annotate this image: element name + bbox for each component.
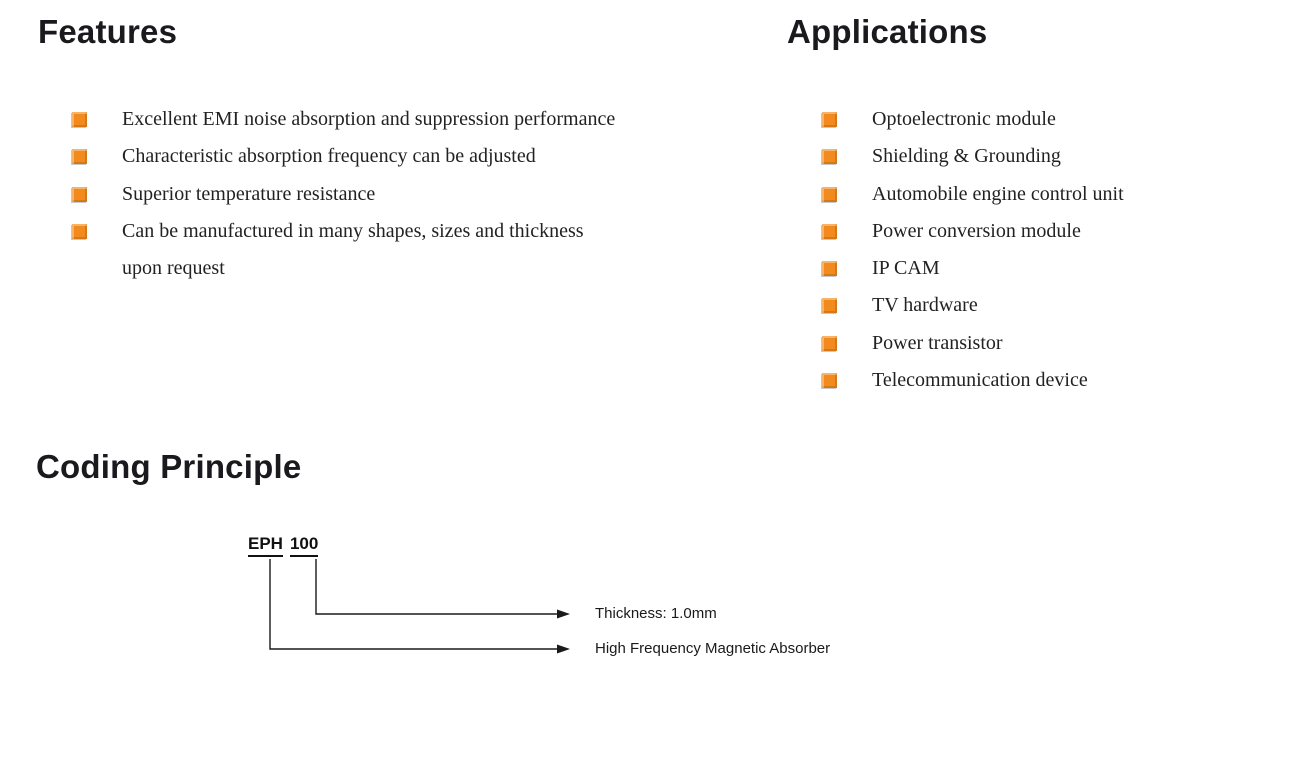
feature-item-text: Excellent EMI noise absorption and suppr… <box>122 108 616 130</box>
absorber-callout-label: High Frequency Magnetic Absorber <box>595 640 831 657</box>
feature-item-text: Superior temperature resistance <box>122 182 376 205</box>
list-item: IP CAM <box>822 250 1124 287</box>
feature-item-text: Can be manufactured in many shapes, size… <box>122 219 584 280</box>
thickness-callout-label: Thickness: 1.0mm <box>595 605 717 622</box>
application-item-text: Power transistor <box>872 331 1003 354</box>
list-item: Power conversion module <box>822 213 1124 250</box>
list-item: Excellent EMI noise absorption and suppr… <box>72 101 615 138</box>
square-bullet-icon <box>822 261 837 277</box>
square-bullet-icon <box>822 298 837 314</box>
list-item: Power transistor <box>822 325 1124 362</box>
square-bullet-icon <box>822 112 837 127</box>
list-item: Can be manufactured in many shapes, size… <box>72 213 615 288</box>
square-bullet-icon <box>822 149 837 165</box>
square-bullet-icon <box>822 335 837 351</box>
application-item-text: Shielding & Grounding <box>872 145 1061 168</box>
application-item-text: TV hardware <box>872 294 978 317</box>
list-item: TV hardware <box>822 287 1124 324</box>
list-item: Shielding & Grounding <box>822 138 1124 175</box>
square-bullet-icon <box>72 186 87 202</box>
square-bullet-icon <box>72 112 87 127</box>
arrow-right-icon <box>557 609 570 619</box>
applications-list: Optoelectronic module Shielding & Ground… <box>822 101 1124 399</box>
list-item: Superior temperature resistance <box>72 176 615 213</box>
square-bullet-icon <box>822 186 837 202</box>
application-item-text: Automobile engine control unit <box>872 182 1124 205</box>
coding-connector-lines <box>269 559 570 654</box>
coding-principle-section-title: Coding Principle <box>36 448 302 485</box>
features-section-title: Features <box>38 13 178 50</box>
application-item-text: Telecommunication device <box>872 369 1088 392</box>
list-item: Automobile engine control unit <box>822 176 1124 213</box>
application-item-text: Power conversion module <box>872 219 1081 242</box>
list-item: Telecommunication device <box>822 362 1124 399</box>
feature-item-text: Characteristic absorption frequency can … <box>122 145 536 168</box>
part-number-prefix: EPH <box>248 534 283 557</box>
arrow-right-icon <box>557 644 570 654</box>
applications-section-title: Applications <box>787 13 988 50</box>
part-number-suffix: 100 <box>289 534 319 557</box>
part-number-code: EPH 100 <box>248 534 319 557</box>
square-bullet-icon <box>822 373 837 389</box>
list-item: Optoelectronic module <box>822 101 1124 138</box>
square-bullet-icon <box>822 223 837 239</box>
features-list: Excellent EMI noise absorption and suppr… <box>72 101 615 287</box>
connector-line <box>269 559 557 650</box>
square-bullet-icon <box>72 149 87 165</box>
square-bullet-icon <box>72 223 87 239</box>
application-item-text: IP CAM <box>872 257 940 280</box>
list-item: Characteristic absorption frequency can … <box>72 138 615 175</box>
application-item-text: Optoelectronic module <box>872 108 1056 130</box>
connector-line <box>315 559 557 615</box>
